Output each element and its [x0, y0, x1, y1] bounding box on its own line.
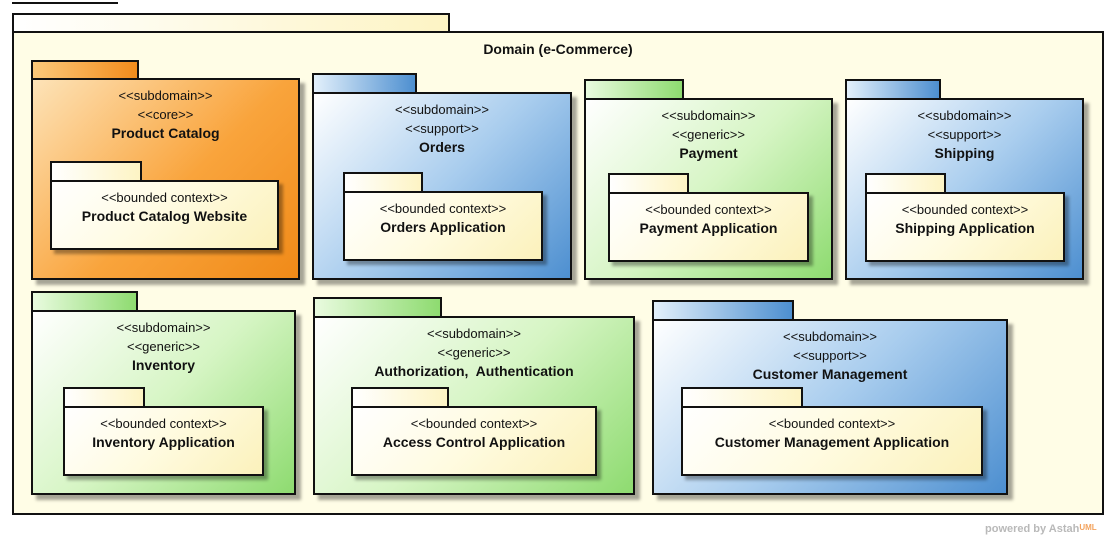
subdomain-tab-authorization	[313, 297, 442, 317]
watermark: powered by AstahUML	[985, 523, 1097, 535]
context-stereotype: <<bounded context>>	[768, 416, 896, 431]
context-app-name: Orders Application	[380, 219, 506, 235]
stereotype-label: <<subdomain>>	[427, 326, 521, 341]
subdomain-tab-inventory	[31, 291, 138, 311]
stereotype-label: <<subdomain>>	[118, 88, 213, 103]
subdomain-label-customer-management: <<subdomain>> <<support>> Customer Manag…	[652, 327, 1008, 384]
stereotype-label: <<subdomain>>	[917, 108, 1012, 123]
kind-label: <<support>>	[927, 127, 1002, 142]
context-tab-payment	[608, 173, 689, 193]
context-app-name: Product Catalog Website	[81, 208, 248, 224]
frame-corner-line	[12, 0, 118, 4]
kind-label: <<support>>	[405, 121, 479, 136]
bounded-context-product-catalog	[50, 180, 279, 250]
context-tab-orders	[343, 172, 423, 192]
subdomain-tab-payment	[584, 79, 684, 99]
subdomain-label-shipping: <<subdomain>> <<support>> Shipping	[845, 106, 1084, 163]
subdomain-label-product-catalog: <<subdomain>> <<core>> Product Catalog	[31, 86, 300, 143]
subdomain-tab-shipping	[845, 79, 941, 99]
bounded-context-inventory	[63, 406, 264, 476]
context-app-name: Inventory Application	[92, 434, 235, 450]
watermark-brand: UML	[1079, 523, 1097, 532]
context-label-orders: <<bounded context>> Orders Application	[343, 199, 543, 237]
domain-title: Domain (e-Commerce)	[483, 41, 633, 57]
subdomain-name: Product Catalog	[111, 125, 220, 141]
context-tab-product-catalog	[50, 161, 142, 181]
context-stereotype: <<bounded context>>	[901, 202, 1029, 217]
context-label-inventory: <<bounded context>> Inventory Applicatio…	[63, 414, 264, 452]
kind-label: <<generic>>	[437, 345, 511, 360]
domain-package-tab	[12, 13, 450, 32]
context-label-authorization: <<bounded context>> Access Control Appli…	[351, 414, 597, 452]
subdomain-name: Inventory	[131, 357, 195, 373]
watermark-text: powered by Astah	[985, 523, 1080, 535]
subdomain-name: Orders	[419, 139, 465, 155]
context-label-shipping: <<bounded context>> Shipping Application	[865, 200, 1065, 238]
subdomain-label-authorization: <<subdomain>> <<generic>> Authorization,…	[313, 324, 635, 381]
context-stereotype: <<bounded context>>	[100, 416, 227, 431]
subdomain-tab-product-catalog	[31, 60, 139, 79]
context-app-name: Shipping Application	[895, 220, 1035, 236]
context-label-customer-management: <<bounded context>> Customer Management …	[681, 414, 983, 452]
context-tab-inventory	[63, 387, 145, 407]
stereotype-label: <<subdomain>>	[395, 102, 489, 117]
subdomain-name: Customer Management	[752, 366, 908, 382]
stereotype-label: <<subdomain>>	[116, 320, 211, 335]
kind-label: <<support>>	[793, 348, 867, 363]
context-stereotype: <<bounded context>>	[645, 202, 772, 217]
context-app-name: Access Control Application	[382, 434, 566, 450]
subdomain-tab-customer-management	[652, 300, 794, 320]
subdomain-label-payment: <<subdomain>> <<generic>> Payment	[584, 106, 833, 163]
subdomain-name: Payment	[679, 145, 738, 161]
subdomain-name: Shipping	[934, 145, 995, 161]
context-label-payment: <<bounded context>> Payment Application	[608, 200, 809, 238]
context-app-name: Payment Application	[639, 220, 778, 236]
bounded-context-orders	[343, 191, 543, 261]
context-stereotype: <<bounded context>>	[379, 201, 507, 216]
stereotype-label: <<subdomain>>	[661, 108, 756, 123]
kind-label: <<core>>	[137, 107, 194, 122]
context-label-product-catalog: <<bounded context>> Product Catalog Webs…	[50, 188, 279, 226]
context-tab-customer-management	[681, 387, 803, 407]
stereotype-label: <<subdomain>>	[783, 329, 877, 344]
context-stereotype: <<bounded context>>	[101, 190, 228, 205]
context-app-name: Customer Management Application	[714, 434, 950, 450]
bounded-context-authorization	[351, 406, 597, 476]
subdomain-tab-orders	[312, 73, 417, 93]
kind-label: <<generic>>	[126, 339, 200, 354]
subdomain-label-orders: <<subdomain>> <<support>> Orders	[312, 100, 572, 157]
bounded-context-customer-management	[681, 406, 983, 476]
bounded-context-payment	[608, 192, 809, 262]
context-tab-authorization	[351, 387, 449, 407]
kind-label: <<generic>>	[671, 127, 745, 142]
subdomain-name: Authorization, Authentication	[374, 363, 574, 379]
subdomain-label-inventory: <<subdomain>> <<generic>> Inventory	[31, 318, 296, 375]
context-stereotype: <<bounded context>>	[410, 416, 538, 431]
context-tab-shipping	[865, 173, 946, 193]
bounded-context-shipping	[865, 192, 1065, 262]
